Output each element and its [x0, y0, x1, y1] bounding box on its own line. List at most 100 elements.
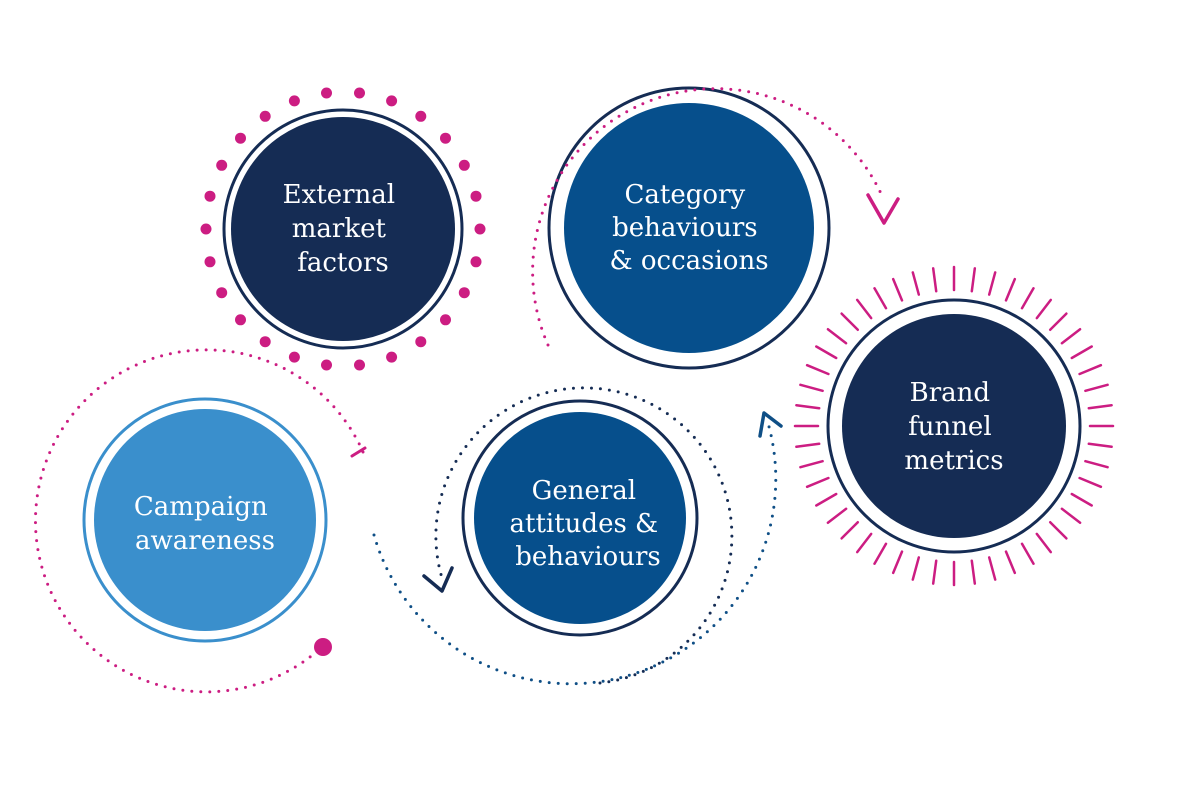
magenta-dot [458, 287, 470, 299]
magenta-dot [200, 223, 212, 235]
navy-arrow-head-icon [422, 566, 454, 593]
brand-outer-ring [826, 298, 1082, 554]
magenta-tick [855, 532, 873, 554]
general-outer-ring [461, 399, 699, 637]
brand-label-line-1: Brand [910, 378, 990, 408]
magenta-dot-ring [200, 87, 486, 371]
general-label-line-2: attitudes & [510, 509, 659, 539]
magenta-dot [415, 336, 427, 348]
magenta-tick [1084, 459, 1109, 469]
magenta-tick [1084, 383, 1109, 393]
category-outer-ring [547, 86, 831, 370]
category-label-line-2: behaviours [612, 213, 757, 243]
external-label-line-1: External [283, 180, 395, 210]
svg-text:Category behaviours: Category behaviours & occasions [609, 180, 768, 276]
brand-label-line-2: funnel [908, 412, 992, 442]
svg-text:Campaign awareness: Campaign awareness [134, 492, 276, 556]
magenta-tick [987, 271, 997, 296]
magenta-tick [1070, 492, 1093, 507]
magenta-tick [911, 556, 921, 581]
magenta-tick-ring [793, 265, 1115, 587]
magenta-dot [288, 351, 300, 363]
magenta-dot [259, 336, 271, 348]
campaign-label-line-1: Campaign [134, 492, 268, 522]
magenta-dot [354, 359, 365, 371]
campaign-circle [94, 409, 316, 631]
magenta-tick [795, 403, 821, 410]
magenta-tick [1048, 520, 1068, 540]
magenta-tick [1035, 298, 1053, 320]
magenta-dot [204, 256, 216, 268]
node-campaign-awareness: Campaign awareness [33, 348, 367, 694]
magenta-tick [891, 277, 904, 302]
magenta-tick [1060, 327, 1082, 345]
external-label-line-3: factors [297, 248, 389, 278]
category-label-line-3: & occasions [609, 246, 768, 276]
blue-arrow-head-icon [758, 411, 783, 438]
magenta-dot [321, 87, 332, 99]
campaign-outer-ring [82, 397, 328, 643]
campaign-magenta-dotted-arc [33, 348, 365, 694]
magenta-dot [259, 110, 271, 122]
svg-text:Brand funnel metri: Brand funnel metrics [904, 378, 1003, 476]
magenta-tick [805, 476, 830, 489]
magenta-tick [1087, 403, 1113, 410]
magenta-tick [799, 383, 824, 393]
magenta-dot [440, 314, 451, 326]
magenta-tick [1048, 312, 1068, 332]
magenta-tick [911, 271, 921, 296]
magenta-tick [1004, 550, 1017, 575]
category-label-line-1: Category [625, 180, 746, 210]
magenta-dot [235, 314, 246, 326]
magenta-tick [1020, 287, 1035, 310]
magenta-tick [1078, 363, 1103, 376]
magenta-tick [873, 287, 888, 310]
node-category-behaviours: Category behaviours & occasions [547, 86, 831, 370]
magenta-tick [987, 556, 997, 581]
node-general-attitudes: General attitudes & behaviours [461, 399, 699, 637]
magenta-tick [815, 492, 838, 507]
blue-arc-campaign-to-category [372, 421, 778, 686]
magenta-dot [386, 351, 398, 363]
magenta-tick [805, 363, 830, 376]
campaign-arc-end-tick [350, 446, 367, 458]
magenta-tick [1078, 476, 1103, 489]
magenta-tick [1060, 507, 1082, 525]
magenta-dot [216, 159, 228, 171]
external-label-line-2: market [292, 214, 387, 244]
magenta-dot [216, 287, 228, 299]
magenta-dot [470, 256, 482, 268]
magenta-dot [386, 95, 398, 107]
node-brand-funnel-metrics: Brand funnel metrics [793, 265, 1115, 587]
magenta-tick [840, 312, 860, 332]
magenta-tick [826, 507, 848, 525]
node-external-market-factors: External market factors [200, 87, 486, 371]
magenta-tick [891, 550, 904, 575]
magenta-tick [815, 345, 838, 360]
category-circle [564, 103, 814, 353]
magenta-tick [931, 267, 938, 293]
svg-text:External market fa: External market factors [283, 180, 404, 278]
magenta-dot [470, 190, 482, 202]
magenta-tick [1087, 442, 1113, 449]
magenta-tick [1004, 277, 1017, 302]
magenta-tick [795, 442, 821, 449]
magenta-dot [204, 190, 216, 202]
brand-label-line-3: metrics [904, 446, 1003, 476]
general-circle [474, 412, 686, 624]
magenta-tick [1070, 345, 1093, 360]
magenta-arc-to-brand [531, 87, 885, 347]
brand-circle [842, 314, 1066, 538]
magenta-dot [235, 132, 246, 144]
magenta-tick [931, 559, 938, 585]
magenta-tick [1020, 542, 1035, 565]
magenta-dot [458, 159, 470, 171]
campaign-arc-end-dot [314, 638, 332, 656]
campaign-label-line-2: awareness [135, 526, 275, 556]
magenta-dot [415, 110, 427, 122]
external-circle [231, 117, 455, 341]
magenta-tick [970, 559, 977, 585]
general-label-line-1: General [532, 476, 637, 506]
magenta-tick [970, 267, 977, 293]
